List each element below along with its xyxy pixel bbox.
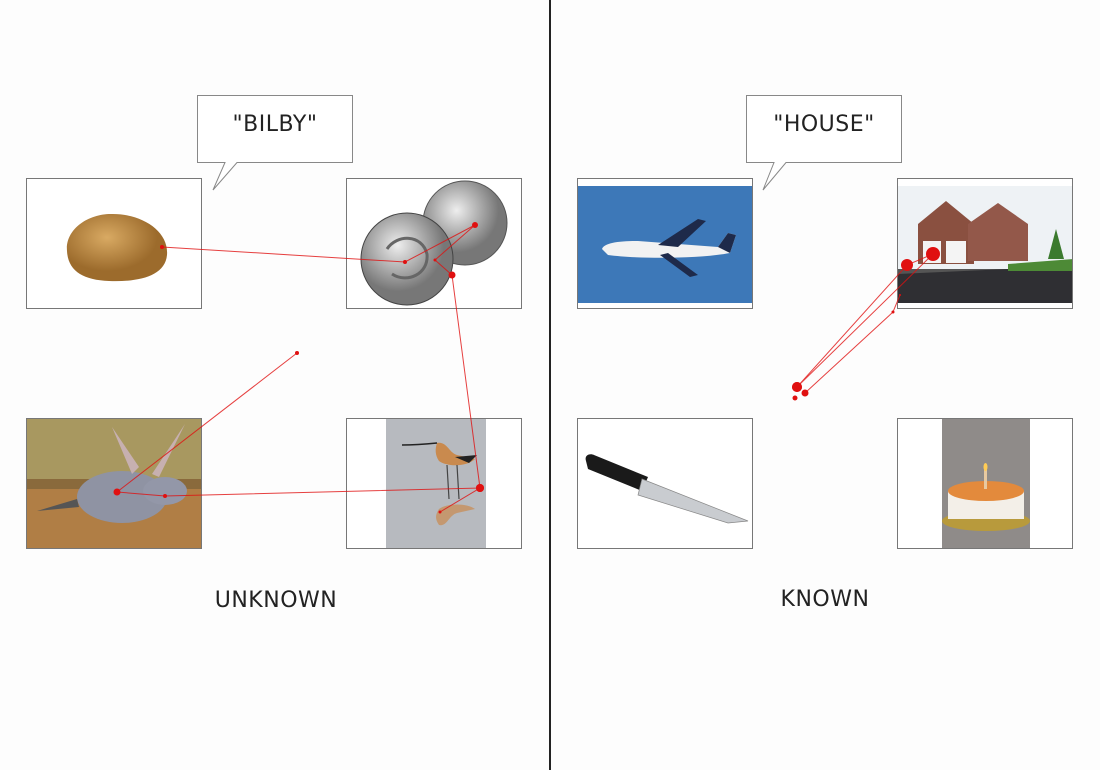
picture-coins: [346, 178, 522, 309]
gaze-fixation: [792, 382, 802, 392]
condition-label-unknown: UNKNOWN: [214, 588, 338, 613]
gaze-scanpath: [804, 294, 901, 394]
gaze-fixation: [792, 395, 798, 401]
condition-label-known: KNOWN: [780, 587, 870, 612]
gaze-fixation: [891, 310, 895, 314]
spoken-word: "HOUSE": [773, 112, 875, 137]
panel-divider: [549, 0, 551, 770]
picture-bilby: [26, 418, 202, 549]
speech-bubble-unknown: "BILBY": [197, 95, 353, 191]
picture-knife: [577, 418, 753, 549]
picture-avocet-bird: [346, 418, 522, 549]
picture-potato: [26, 178, 202, 309]
spoken-word: "BILBY": [232, 112, 318, 137]
gaze-fixation: [295, 351, 299, 355]
picture-house: [897, 178, 1073, 309]
gaze-fixation: [801, 389, 809, 397]
speech-bubble-known: "HOUSE": [746, 95, 902, 191]
gaze-fixation: [792, 382, 802, 392]
picture-birthday-cake: [897, 418, 1073, 549]
picture-airplane: [577, 178, 753, 309]
